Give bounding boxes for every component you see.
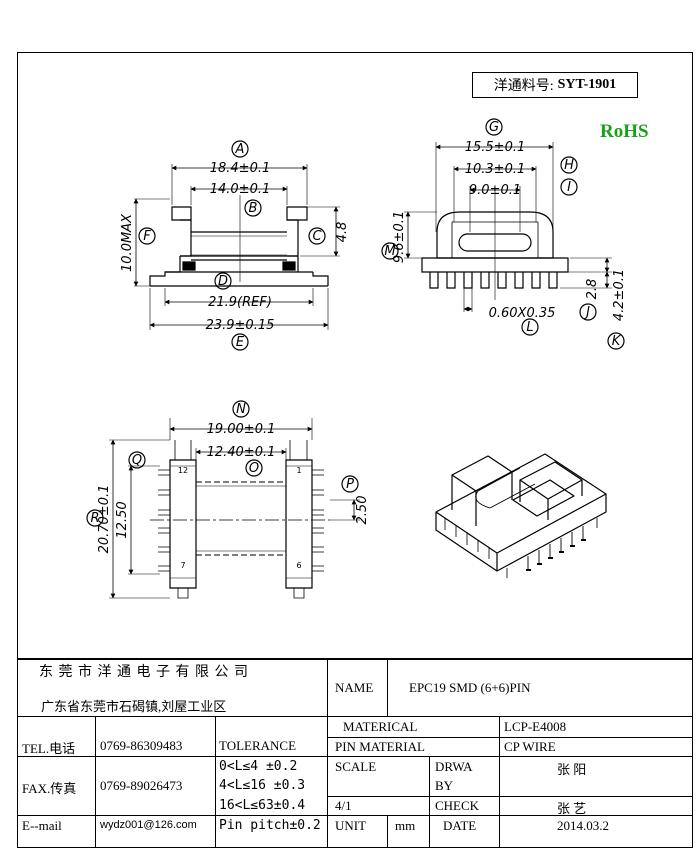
pin-material-label: PIN MATERIAL [335, 739, 425, 754]
label-A: A [235, 142, 245, 157]
dim-N: 19.00±0.1 [207, 422, 276, 437]
label-H: H [564, 158, 574, 173]
company-name: 东 莞 市 洋 通 电 子 有 限 公 司 [39, 665, 249, 680]
name-label: NAME [335, 680, 374, 695]
side-view-labels: G 15.5±0.1 10.3±0.1 H 9.0±0.1 I M 9.6±0.… [384, 120, 627, 349]
technical-drawing: A 18.4±0.1 14.0±0.1 B C F D 21.9(REF) 23… [86, 118, 627, 599]
label-E: E [236, 335, 245, 350]
front-view [133, 140, 340, 351]
label-M: M [384, 244, 395, 259]
label-G: G [489, 120, 499, 135]
part-number-value: SYT-1901 [557, 77, 617, 92]
material-value: LCP-E4008 [504, 719, 567, 734]
tolerance-row-4: Pin pitch±0.2 [219, 818, 321, 833]
label-L: L [526, 320, 533, 335]
dim-J: 2.8 [585, 279, 600, 300]
dim-A: 18.4±0.1 [210, 161, 271, 176]
dim-R: 20.70±0.1 [97, 485, 112, 554]
dim-H: 10.3±0.1 [465, 162, 526, 177]
dim-G: 15.5±0.1 [465, 140, 526, 155]
part-number-label: 洋通料号: [493, 79, 554, 94]
date-value: 2014.03.2 [557, 818, 609, 833]
isometric-view [435, 453, 607, 578]
tolerance-row-2: 4<L≤16 ±0.3 [219, 778, 306, 793]
label-O: O [249, 461, 259, 476]
email-label: E--mail [22, 818, 62, 833]
pin-number-7: 7 [180, 561, 185, 570]
drawn-by-label-line-1: DRWA [435, 759, 473, 774]
label-K: K [612, 334, 622, 349]
email-value: wydz001@126.com [100, 819, 197, 831]
dim-F: 10.0MAX [120, 213, 135, 272]
scale-label: SCALE [335, 759, 377, 774]
fax-value: 0769-89026473 [100, 778, 183, 793]
name-value: EPC19 SMD (6+6)PIN [409, 680, 531, 695]
bottom-view [86, 400, 360, 599]
material-label: MATERICAL [343, 719, 418, 734]
dim-Q: 12.50 [115, 501, 130, 538]
scale-value: 4/1 [335, 798, 352, 813]
bottom-right-pins [312, 469, 324, 572]
dim-B: 14.0±0.1 [210, 182, 271, 197]
label-C: C [312, 229, 322, 244]
label-N: N [236, 402, 246, 417]
pin-number-12: 12 [178, 466, 188, 475]
pin-number-1: 1 [296, 466, 301, 475]
dim-P: 2.50 [355, 496, 370, 525]
side-view [381, 118, 625, 350]
unit-value: mm [395, 818, 416, 833]
company-address: 广东省东莞市石碣镇,刘屋工业区 [41, 699, 227, 714]
tel-label: TEL.电话 [22, 741, 76, 756]
title-block: 东 莞 市 洋 通 电 子 有 限 公 司 广东省东莞市石碣镇,刘屋工业区 NA… [17, 658, 693, 848]
tolerance-label: TOLERANCE [219, 738, 297, 753]
dim-E: 23.9±0.15 [206, 318, 275, 333]
unit-label: UNIT [335, 818, 367, 833]
dim-M: 9.6±0.1 [392, 211, 407, 263]
label-B: B [249, 201, 258, 216]
label-D: D [218, 274, 228, 289]
check-value: 张 艺 [557, 801, 587, 816]
dim-D: 21.9(REF) [208, 295, 272, 310]
tolerance-row-3: 16<L≤63±0.4 [219, 798, 306, 813]
pin-number-6: 6 [296, 561, 301, 570]
label-Q: Q [132, 453, 142, 468]
rohs-mark: RoHS [600, 121, 649, 142]
dim-I: 9.0±0.1 [469, 183, 521, 198]
tel-value: 0769-86309483 [100, 738, 183, 753]
date-label: DATE [443, 818, 477, 833]
label-P: P [346, 477, 354, 492]
label-F: F [143, 229, 151, 244]
label-J: J [583, 305, 590, 320]
drawn-by-value: 张 阳 [557, 762, 587, 777]
label-R: R [90, 511, 99, 526]
front-view-labels: A 18.4±0.1 14.0±0.1 B C F D 21.9(REF) 23… [120, 142, 350, 350]
label-I: I [567, 180, 571, 195]
bottom-left-pins [158, 469, 170, 572]
dim-O: 12.40±0.1 [207, 445, 276, 460]
dim-C: 4.8 [335, 222, 350, 243]
dim-L: 0.60X0.35 [489, 306, 556, 321]
pin-material-value: CP WIRE [504, 739, 556, 754]
fax-label: FAX.传真 [22, 781, 77, 796]
drawn-by-label-line-2: BY [435, 778, 454, 793]
check-label: CHECK [435, 798, 480, 813]
drawing-frame [17, 52, 693, 848]
tolerance-row-1: 0<L≤4 ±0.2 [219, 759, 298, 774]
bottom-view-labels: N 19.00±0.1 12.40±0.1 O Q R P 20.70±0.1 … [90, 402, 370, 570]
dim-K: 4.2±0.1 [612, 269, 627, 321]
part-number-box: 洋通料号: SYT-1901 [472, 72, 638, 98]
